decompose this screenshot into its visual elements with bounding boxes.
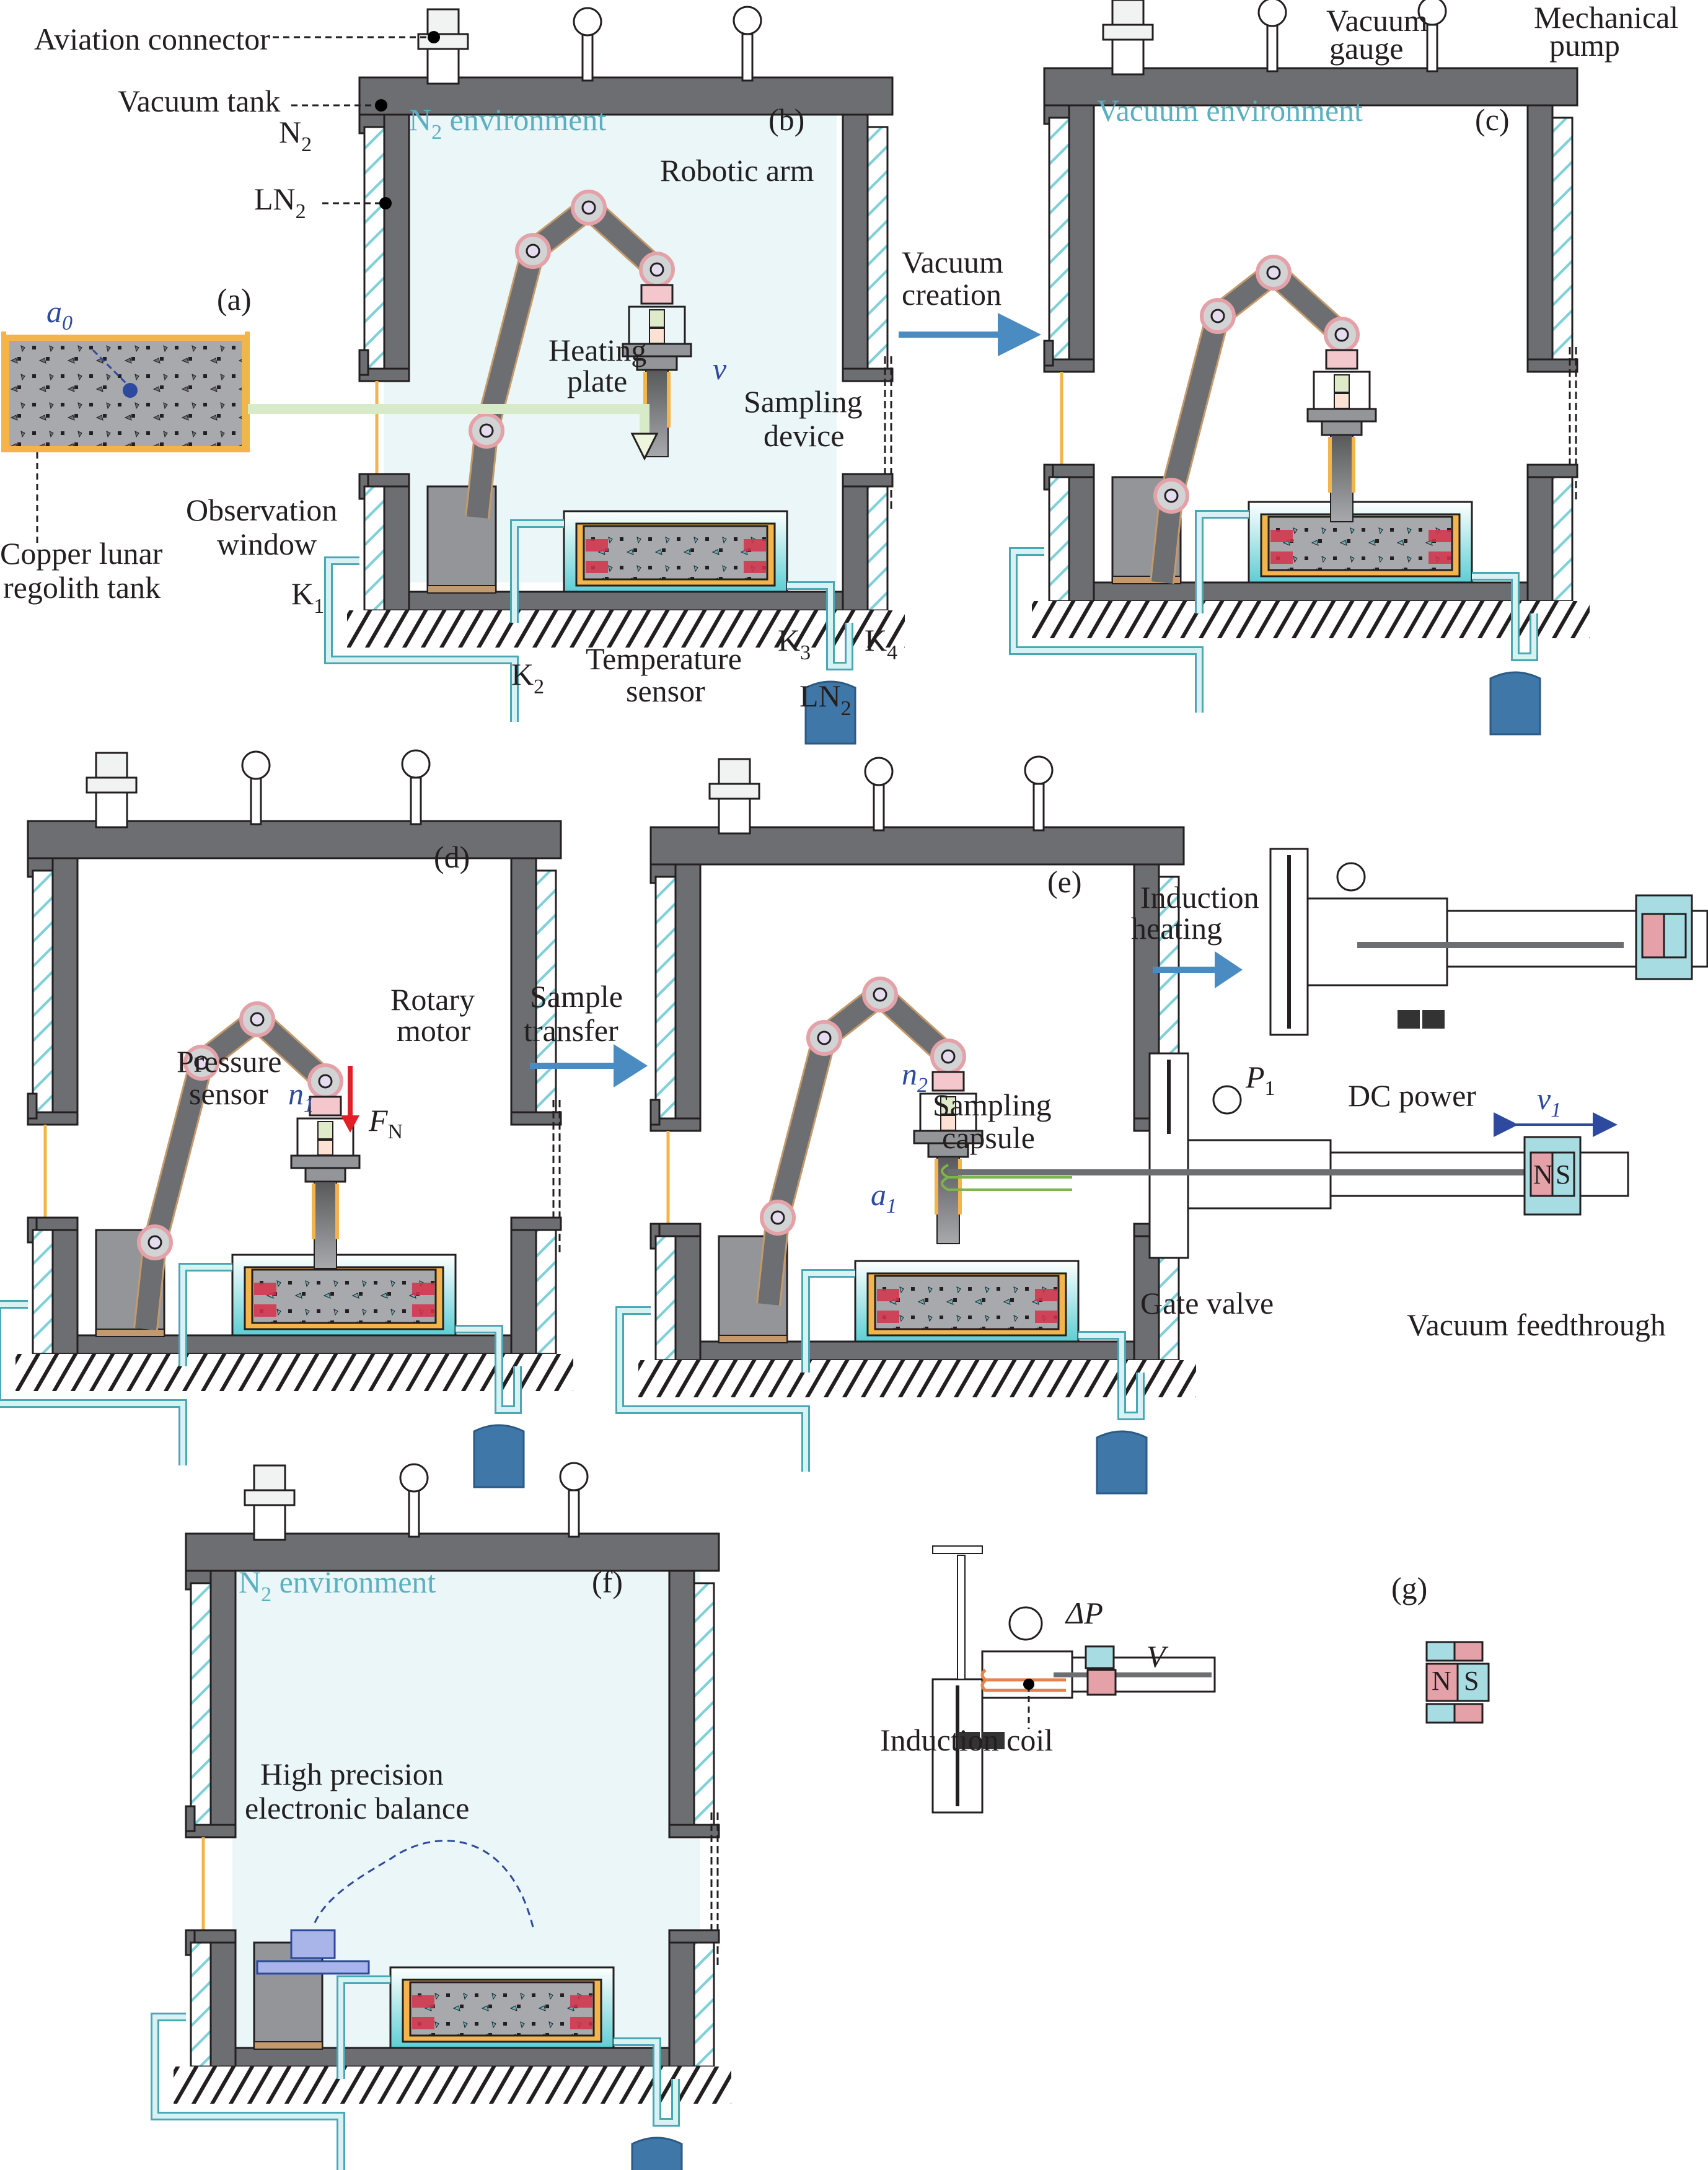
svg-text:N2: N2: [279, 115, 312, 156]
label-copper-tank-1: Copper lunar: [0, 536, 163, 571]
panel-g: N S (g) ΔP V Induction coil: [880, 1545, 1490, 1814]
label-valve-k1: K: [291, 576, 314, 611]
label-volume-v: V: [1147, 1639, 1169, 1674]
label-observation-window-1: Observation: [186, 493, 337, 527]
svg-text:n1: n1: [288, 1076, 314, 1117]
label-v1: v: [1537, 1081, 1551, 1116]
panel-tag-a: (a): [217, 282, 252, 317]
transition-3-line2: heating: [1131, 911, 1222, 946]
label-n2-environment-f: N: [239, 1565, 261, 1599]
svg-text:N2 environment: N2 environment: [239, 1565, 436, 1606]
label-sampling-device-1: Sampling: [744, 384, 863, 419]
label-p1: P: [1245, 1060, 1265, 1094]
label-sampling-capsule-2: capsule: [942, 1120, 1035, 1155]
magnet-s-g: S: [1464, 1666, 1479, 1696]
label-vacuum-gauge-2: gauge: [1329, 31, 1403, 66]
label-delta-p: ΔP: [1065, 1596, 1103, 1630]
label-heating-plate-1: Heating: [548, 333, 646, 367]
label-vacuum-gauge-1: Vacuum: [1326, 3, 1428, 38]
label-pressure-sensor-1: Pressure: [177, 1044, 281, 1079]
panel-d: (d) Rotary motor Pressure sensor n1 FN: [0, 750, 573, 1487]
panel-a-tank: [1, 332, 659, 461]
transition-vacuum-creation: Vacuum creation: [899, 245, 1041, 356]
electronic-balance: [290, 1929, 336, 1959]
label-aviation-connector: Aviation connector: [34, 22, 270, 56]
label-pressure-sensor-2: sensor: [189, 1076, 268, 1111]
transition-sample-transfer: Sample transfer: [524, 979, 648, 1087]
panel-tag-g: (g): [1391, 1571, 1427, 1606]
arrow-right-icon: [1153, 951, 1243, 988]
label-sampling-device-2: device: [764, 418, 844, 453]
label-temperature-sensor-1: Temperature: [586, 641, 742, 676]
label-rotary-motor-1: Rotary: [390, 982, 475, 1017]
svg-text:K4: K4: [865, 623, 897, 664]
label-copper-tank-2: regolith tank: [3, 570, 161, 605]
transition-2-line2: transfer: [524, 1013, 618, 1048]
svg-text:LN2: LN2: [254, 182, 306, 223]
svg-text:P1: P1: [1245, 1060, 1275, 1100]
magnet-n-e: N: [1533, 1159, 1553, 1190]
label-sampling-capsule-1: Sampling: [933, 1087, 1052, 1122]
label-a0: a: [46, 294, 62, 329]
svg-text:FN: FN: [368, 1103, 403, 1143]
svg-text:K3: K3: [778, 623, 811, 664]
transition-1-line2: creation: [902, 277, 1001, 312]
label-dc-power: DC power: [1348, 1078, 1476, 1113]
label-vacuum-tank: Vacuum tank: [118, 84, 280, 118]
label-vacuum-environment: Vacuum environment: [1097, 93, 1363, 128]
pressure-gauge-icon: [1008, 1606, 1043, 1641]
panel-tag-e: (e): [1047, 864, 1082, 899]
label-n2-rotation: n: [902, 1056, 917, 1091]
label-robotic-arm: Robotic arm: [660, 153, 814, 188]
label-fn: F: [368, 1103, 388, 1138]
svg-text:a0: a0: [46, 294, 73, 335]
label-induction-coil: Induction coil: [880, 1723, 1053, 1757]
label-mechanical-pump-2: pump: [1549, 28, 1620, 63]
svg-text:v1: v1: [1537, 1081, 1561, 1122]
label-a1: a: [871, 1177, 886, 1212]
label-mechanical-pump-1: Mechanical: [1534, 0, 1678, 35]
panel-e: N S Sampling capsule (e) n2 a1 Gate valv…: [620, 757, 1708, 1493]
label-balance-1: High precision: [260, 1757, 444, 1791]
label-valve-k2: K: [511, 657, 534, 692]
label-balance-2: electronic balance: [245, 1791, 469, 1825]
panel-f: N2 environment (f) High precision electr…: [155, 1463, 731, 2170]
label-n2-environment-b: N: [409, 102, 431, 137]
svg-text:n2: n2: [902, 1056, 928, 1097]
magnet-s-e: S: [1556, 1159, 1570, 1190]
panel-tag-d: (d): [434, 840, 470, 874]
svg-text:K1: K1: [291, 576, 324, 618]
arrow-right-icon: [899, 313, 1041, 356]
label-ln2-jacket: LN: [254, 182, 296, 216]
label-ln2-dewar-b: LN: [799, 679, 841, 713]
svg-text:N2 environment: N2 environment: [409, 102, 606, 144]
arrow-right-icon: [530, 1044, 648, 1087]
panel-b: Aviation connector Vacuum tank N2 LN2 N2…: [0, 7, 905, 744]
transition-3-line1: Induction: [1140, 880, 1259, 915]
svg-text:K2: K2: [511, 657, 544, 698]
label-heating-plate-2: plate: [567, 364, 627, 398]
label-n2-vent: N: [279, 115, 301, 149]
panel-tag-b: (b): [768, 102, 804, 137]
label-valve-k3: K: [778, 623, 800, 657]
particle-a0-marker: [123, 383, 138, 398]
transition-2-line1: Sample: [530, 979, 623, 1014]
label-velocity-v: v: [713, 351, 727, 386]
label-gate-valve: Gate valve: [1140, 1286, 1274, 1320]
panel-tag-c: (c): [1475, 102, 1510, 137]
label-rotary-motor-2: motor: [397, 1013, 471, 1048]
label-valve-k4: K: [865, 623, 887, 657]
transition-1-line1: Vacuum: [902, 245, 1003, 279]
label-n1: n: [288, 1076, 304, 1111]
panel-tag-f: (f): [592, 1565, 623, 1599]
svg-text:LN2: LN2: [799, 679, 852, 720]
svg-text:a1: a1: [871, 1177, 897, 1218]
panel-c: Vacuum environment (c) Vacuum gauge Mech…: [1013, 0, 1678, 734]
label-vacuum-feedthrough: Vacuum feedthrough: [1407, 1307, 1666, 1342]
label-temperature-sensor-2: sensor: [626, 674, 705, 708]
label-observation-window-2: window: [217, 527, 317, 561]
magnet-n-g: N: [1432, 1666, 1451, 1696]
